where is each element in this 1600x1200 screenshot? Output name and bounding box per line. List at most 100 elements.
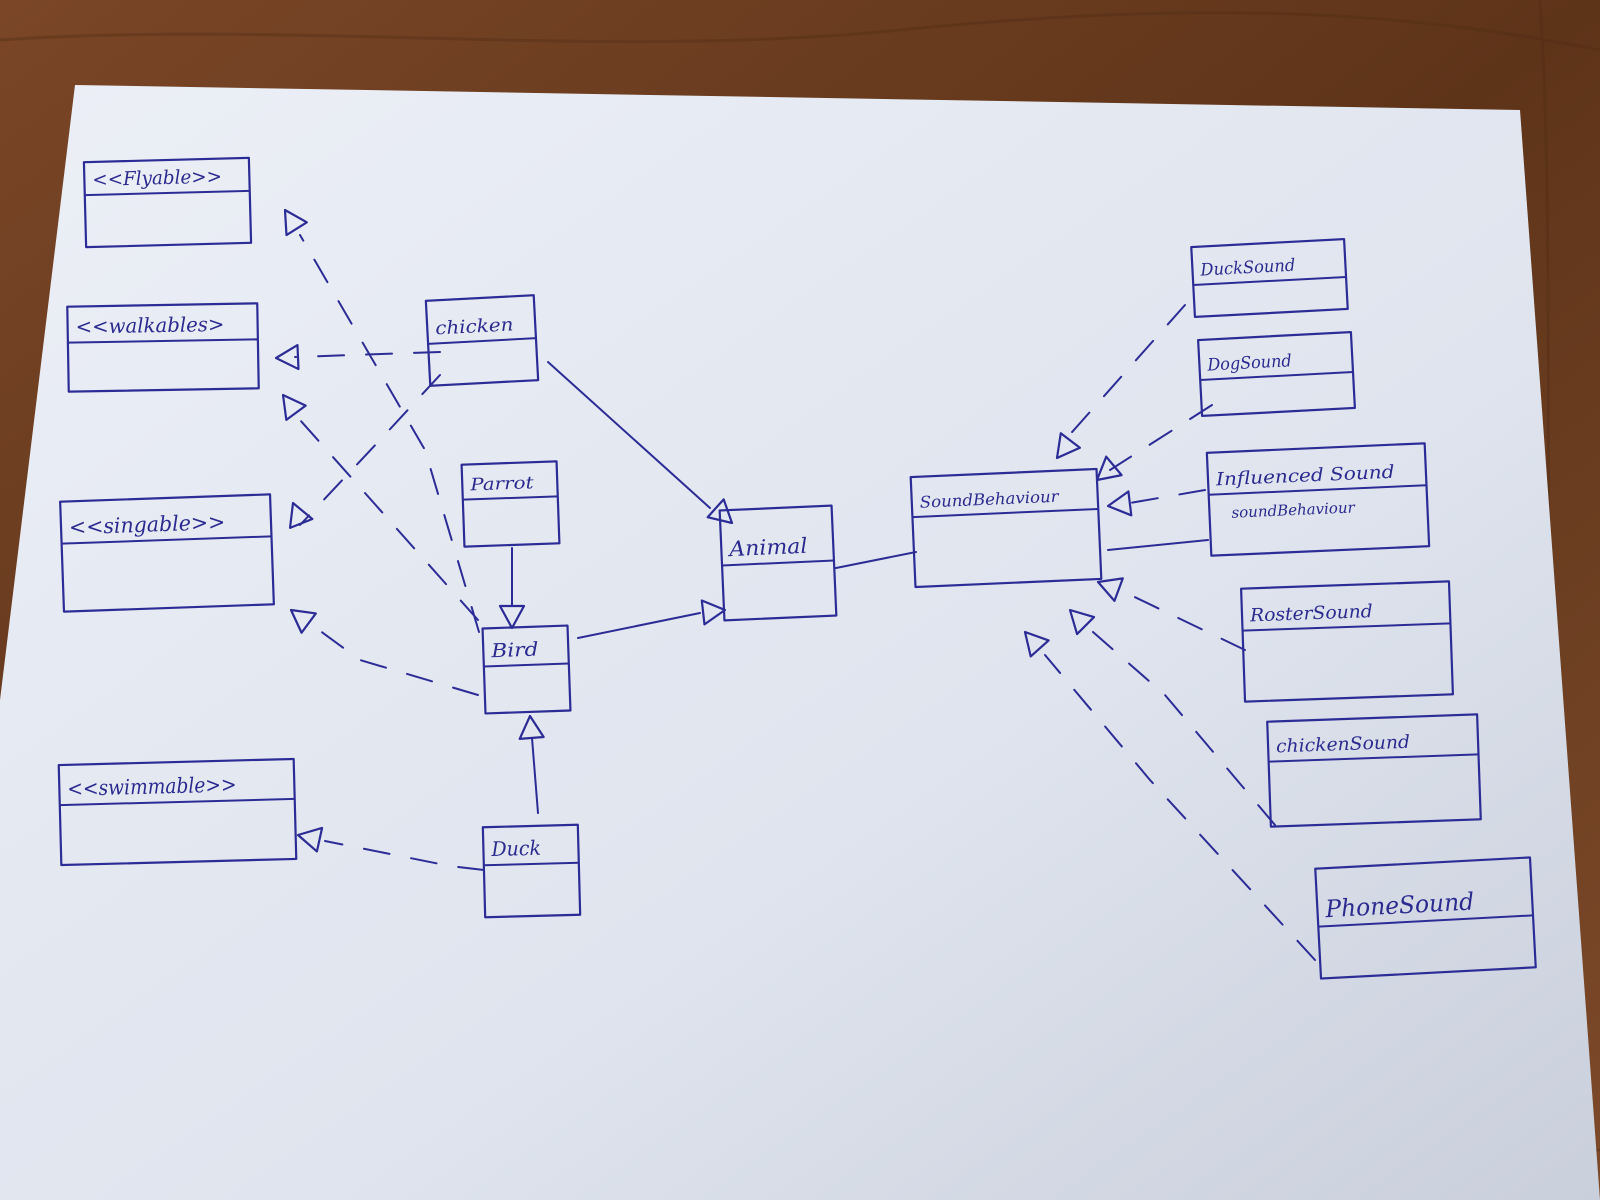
relation-association-animal-to-soundbehaviour — [835, 551, 917, 569]
class-bird: Bird — [481, 624, 572, 715]
relation-generalization-bird-to-animal — [577, 599, 727, 639]
compartment-divider — [912, 507, 1099, 519]
relation-generalization-duck-to-bird — [518, 714, 545, 814]
class-name: <<Flyable>> — [92, 166, 222, 191]
relation-realization-bird-to-singable — [289, 608, 479, 696]
class-name: Animal — [727, 534, 808, 561]
compartment-divider — [483, 861, 579, 867]
relation-line — [1109, 404, 1213, 471]
relation-line — [1129, 489, 1206, 504]
hollow-triangle-arrowhead — [700, 599, 727, 626]
relation-realization-chickensound-to-soundbehaviour — [1068, 608, 1276, 826]
class-box-frame — [1190, 237, 1349, 319]
class-walkables: <<walkables> — [66, 302, 260, 393]
compartment-divider — [67, 338, 258, 344]
class-name: <<swimmable>> — [67, 772, 237, 800]
class-box-frame — [481, 823, 582, 919]
class-soundbehaviour: SoundBehaviour — [909, 467, 1103, 589]
compartment-divider — [483, 662, 569, 668]
class-name: Duck — [490, 836, 541, 861]
compartment-divider — [84, 189, 250, 197]
class-chickensound: chickenSound — [1266, 713, 1482, 828]
relation-realization-phonesound-to-soundbehaviour — [1023, 630, 1316, 961]
relation-realization-bird-to-walkables — [281, 393, 479, 621]
class-swimmable: <<swimmable>> — [57, 757, 298, 867]
compartment-divider — [59, 797, 295, 807]
relation-line — [311, 624, 479, 696]
hollow-triangle-arrowhead — [1055, 432, 1081, 460]
class-name: Bird — [490, 639, 539, 663]
hollow-triangle-arrowhead — [518, 714, 545, 740]
compartment-divider — [1318, 914, 1534, 928]
relation-line — [547, 361, 711, 509]
class-name: Parrot — [469, 473, 534, 495]
compartment-divider — [1268, 753, 1479, 763]
class-box-frame — [82, 156, 253, 249]
relation-realization-bird-to-singable — [288, 374, 441, 529]
hollow-triangle-arrowhead — [1096, 577, 1124, 602]
compartment-divider — [1200, 370, 1354, 381]
class-box-frame — [57, 757, 298, 867]
relation-line — [835, 551, 917, 569]
class-box-frame — [59, 493, 275, 613]
relation-line — [1064, 304, 1186, 441]
hollow-triangle-arrowhead — [283, 208, 308, 237]
class-flyable: <<Flyable>> — [82, 156, 253, 249]
relation-line — [299, 374, 441, 526]
hollow-triangle-arrowhead — [296, 826, 324, 853]
relation-line — [294, 351, 441, 358]
hollow-triangle-arrowhead — [289, 608, 317, 634]
relation-line — [324, 840, 485, 871]
relation-line — [1119, 589, 1246, 651]
class-box-frame — [1314, 856, 1537, 980]
class-box-frame — [1266, 713, 1482, 828]
hollow-triangle-arrowhead — [281, 393, 307, 421]
relation-realization-ducksound-to-soundbehaviour — [1055, 304, 1186, 460]
class-name: <<walkables> — [75, 312, 224, 339]
class-box-frame — [1205, 442, 1431, 557]
relation-realization-dogsound-to-soundbehaviour — [1095, 404, 1213, 482]
hollow-triangle-arrowhead — [1023, 630, 1050, 658]
class-attribute: soundBehaviour — [1231, 498, 1356, 521]
relation-line — [1044, 654, 1316, 961]
class-animal: Animal — [718, 504, 838, 622]
compartment-divider — [462, 495, 558, 501]
class-boxes: <<Flyable>> <<walkables> <<singable>> <<swi… — [57, 156, 1537, 980]
relation-association-influencedsound-to-soundbehaviour — [1107, 539, 1209, 551]
relation-realization-influencedsound-to-soundbehaviour — [1106, 489, 1206, 517]
compartment-divider — [61, 535, 272, 545]
class-box-frame — [1197, 330, 1356, 418]
class-name: <<singable>> — [69, 510, 226, 539]
class-name: chickenSound — [1276, 732, 1411, 758]
relation-generalization-parrot-to-bird — [498, 547, 526, 630]
class-chicken: chicken — [424, 294, 540, 387]
relation-realization-chicken-to-walkables — [274, 343, 441, 371]
relation-realization-rostersound-to-soundbehaviour — [1096, 577, 1246, 651]
hollow-triangle-arrowhead — [1068, 608, 1096, 636]
relation-lines — [274, 208, 1316, 961]
compartment-divider — [1242, 622, 1451, 632]
hollow-triangle-arrowhead — [288, 501, 314, 529]
hollow-triangle-arrowhead — [274, 343, 300, 371]
class-parrot: Parrot — [460, 460, 561, 548]
class-box-frame — [481, 624, 572, 715]
hollow-triangle-arrowhead — [1095, 455, 1123, 482]
class-box-frame — [460, 460, 561, 548]
class-name: RosterSound — [1249, 601, 1373, 626]
class-box-frame — [66, 302, 260, 393]
relation-realization-duck-to-swimmable — [296, 826, 485, 871]
relation-line — [1107, 539, 1209, 551]
class-box-frame — [909, 467, 1103, 589]
compartment-divider — [1208, 484, 1427, 496]
paper-sheet — [0, 85, 1600, 1200]
class-singable: <<singable>> — [59, 493, 275, 613]
class-box-frame — [1239, 580, 1455, 703]
hollow-triangle-arrowhead — [498, 604, 526, 630]
relation-line — [531, 737, 539, 814]
compartment-divider — [1193, 275, 1347, 286]
hollow-triangle-arrowhead — [1106, 490, 1133, 517]
relation-realization-bird-to-flyable — [283, 208, 480, 633]
class-name: chicken — [435, 314, 514, 339]
relation-line — [577, 612, 701, 639]
